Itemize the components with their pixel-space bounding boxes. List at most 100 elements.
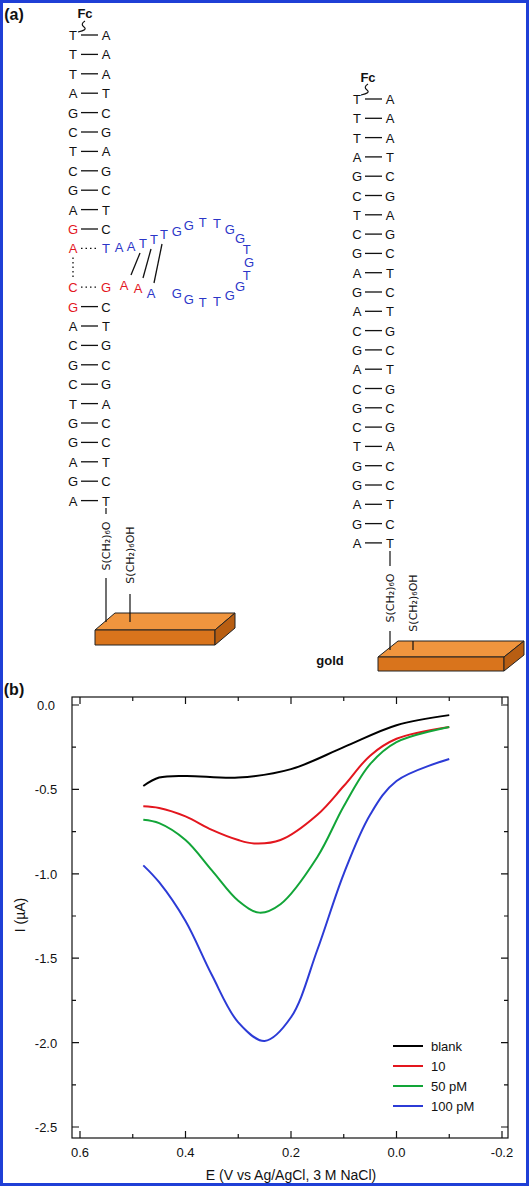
base-letter: C <box>68 378 77 391</box>
x-tick <box>238 697 239 1138</box>
y-tick <box>72 873 508 874</box>
base-letter: T <box>102 320 110 333</box>
base-letter: T <box>199 216 207 229</box>
base-letter: A <box>69 87 78 100</box>
bond-line <box>365 195 382 196</box>
base-letter: A <box>386 440 395 453</box>
tick-label: 0.4 <box>176 1146 194 1159</box>
base-letter: T <box>102 203 110 216</box>
bond-line <box>81 54 98 55</box>
base-letter: G <box>101 378 111 391</box>
base-letter: G <box>68 223 78 236</box>
base-letter: C <box>101 358 110 371</box>
bond-line <box>365 484 382 485</box>
base-letter: C <box>352 324 361 337</box>
bond-line <box>81 112 98 113</box>
voltammogram-curve <box>143 727 449 913</box>
bond-line <box>81 364 98 365</box>
base-letter: G <box>244 256 254 269</box>
base-letter: G <box>385 382 395 395</box>
base-letter: G <box>68 417 78 430</box>
gold-electrode <box>95 613 235 645</box>
base-letter: T <box>102 87 110 100</box>
bond-line <box>81 500 98 501</box>
base-letter: A <box>353 498 362 511</box>
base-letter: G <box>352 401 362 414</box>
base-letter: C <box>68 339 77 352</box>
base-letter: C <box>352 228 361 241</box>
base-letter: G <box>352 286 362 299</box>
base-letter: T <box>102 494 110 507</box>
base-letter: A <box>386 112 395 125</box>
bond-line <box>365 446 382 447</box>
dotted-bond <box>81 287 98 288</box>
legend-text: 10 <box>431 1060 445 1073</box>
legend-swatch <box>393 1105 423 1107</box>
base-letter: A <box>353 363 362 376</box>
tick-label: -1.5 <box>35 952 57 965</box>
base-letter: A <box>386 93 395 106</box>
bond-line <box>81 34 98 35</box>
legend-swatch <box>393 1045 423 1047</box>
base-letter: A <box>69 320 78 333</box>
dotted-bond <box>72 257 73 278</box>
bond-line <box>365 330 382 331</box>
bond-line <box>365 98 382 99</box>
base-letter: T <box>243 243 251 256</box>
bond-line <box>81 73 98 74</box>
base-letter: T <box>386 363 394 376</box>
tick-label: 0.6 <box>71 1146 89 1159</box>
base-letter: G <box>172 286 182 299</box>
bond-line <box>81 442 98 443</box>
base-letter: T <box>213 294 221 307</box>
base-letter: T <box>386 266 394 279</box>
base-letter: C <box>101 475 110 488</box>
base-letter: C <box>101 106 110 119</box>
base-letter: T <box>199 295 207 308</box>
linker-label: S(CH₂)₆O <box>101 522 112 571</box>
base-letter: C <box>352 189 361 202</box>
base-letter: C <box>101 417 110 430</box>
gold-electrode <box>378 641 524 671</box>
base-letter: T <box>353 208 361 221</box>
bond-line <box>365 542 382 543</box>
base-letter: G <box>352 247 362 260</box>
base-letter: G <box>225 222 235 235</box>
base-letter: C <box>385 343 394 356</box>
base-letter: A <box>69 242 78 255</box>
bond-line <box>365 349 382 350</box>
base-letter: A <box>102 145 111 158</box>
base-letter: T <box>69 48 77 61</box>
ferrocene-label: Fc <box>77 7 92 20</box>
base-letter: T <box>386 536 394 549</box>
y-tick <box>72 915 508 916</box>
bond-line <box>365 388 382 389</box>
bond-line <box>81 131 98 132</box>
base-letter: A <box>147 287 156 300</box>
loop-bond <box>154 244 162 283</box>
tick-label: -0.5 <box>35 783 57 796</box>
bond-line <box>81 209 98 210</box>
base-letter: G <box>235 280 245 293</box>
tick-label: -2.0 <box>35 1036 57 1049</box>
linker-lines <box>78 21 413 650</box>
linker-label: S(CH₂)₆O <box>385 574 396 623</box>
base-letter: G <box>68 300 78 313</box>
y-tick <box>72 1000 508 1001</box>
base-letter: G <box>68 436 78 449</box>
bond-line <box>365 176 382 177</box>
base-letter: C <box>68 126 77 139</box>
base-letter: C <box>101 184 110 197</box>
base-letter: G <box>101 126 111 139</box>
bond-line <box>81 422 98 423</box>
base-letter: G <box>68 106 78 119</box>
base-letter: A <box>120 279 129 292</box>
bond-line <box>365 523 382 524</box>
base-letter: T <box>353 440 361 453</box>
linker-label: S(CH₂)₆OH <box>125 526 136 583</box>
base-letter: C <box>385 459 394 472</box>
panel-label: (a) <box>4 7 24 23</box>
base-letter: G <box>68 475 78 488</box>
base-letter: G <box>352 459 362 472</box>
